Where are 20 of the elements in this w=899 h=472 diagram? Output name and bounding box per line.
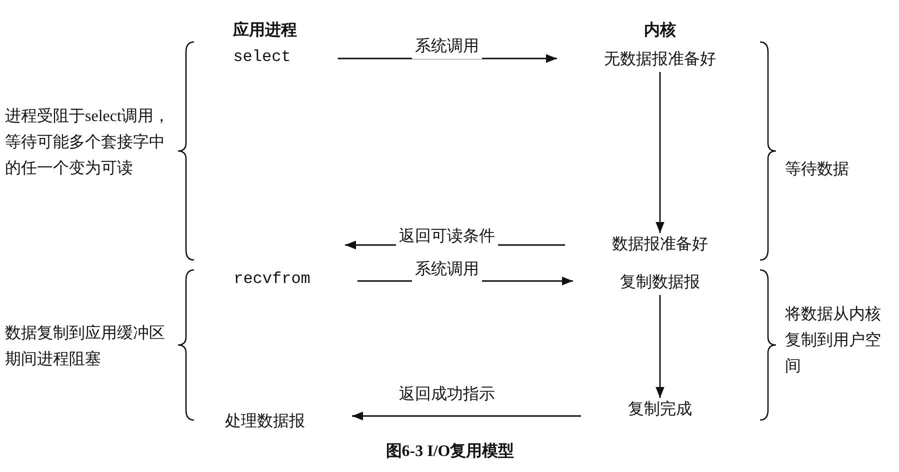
node-text: 无数据报准备好 bbox=[602, 48, 718, 72]
edge-label: 系统调用 bbox=[412, 258, 482, 282]
node-text: recvfrom bbox=[232, 267, 312, 291]
column-heading: 内核 bbox=[644, 20, 676, 41]
edge-label: 系统调用 bbox=[412, 35, 482, 59]
node-text: 复制数据报 bbox=[618, 271, 702, 295]
node-text: 数据报准备好 bbox=[610, 233, 710, 257]
arrow bbox=[656, 295, 664, 398]
brace-note: 进程受阻于select调用，等待可能多个套接字中的任一个变为可读 bbox=[5, 106, 170, 179]
brace-note: 等待数据 bbox=[785, 160, 850, 180]
arrow bbox=[352, 412, 581, 420]
node-text: 复制完成 bbox=[626, 398, 694, 422]
node-text: select bbox=[231, 45, 293, 69]
column-heading: 应用进程 bbox=[233, 20, 297, 41]
edge-label: 返回可读条件 bbox=[396, 225, 498, 249]
figure-caption: 图6-3 I/O复用模型 bbox=[386, 442, 514, 462]
brace-note: 将数据从内核复制到用户空间 bbox=[785, 304, 882, 377]
node-text: 处理数据报 bbox=[223, 410, 307, 434]
brace-note: 数据复制到应用缓冲区期间进程阻塞 bbox=[5, 324, 166, 370]
arrow bbox=[656, 72, 664, 233]
